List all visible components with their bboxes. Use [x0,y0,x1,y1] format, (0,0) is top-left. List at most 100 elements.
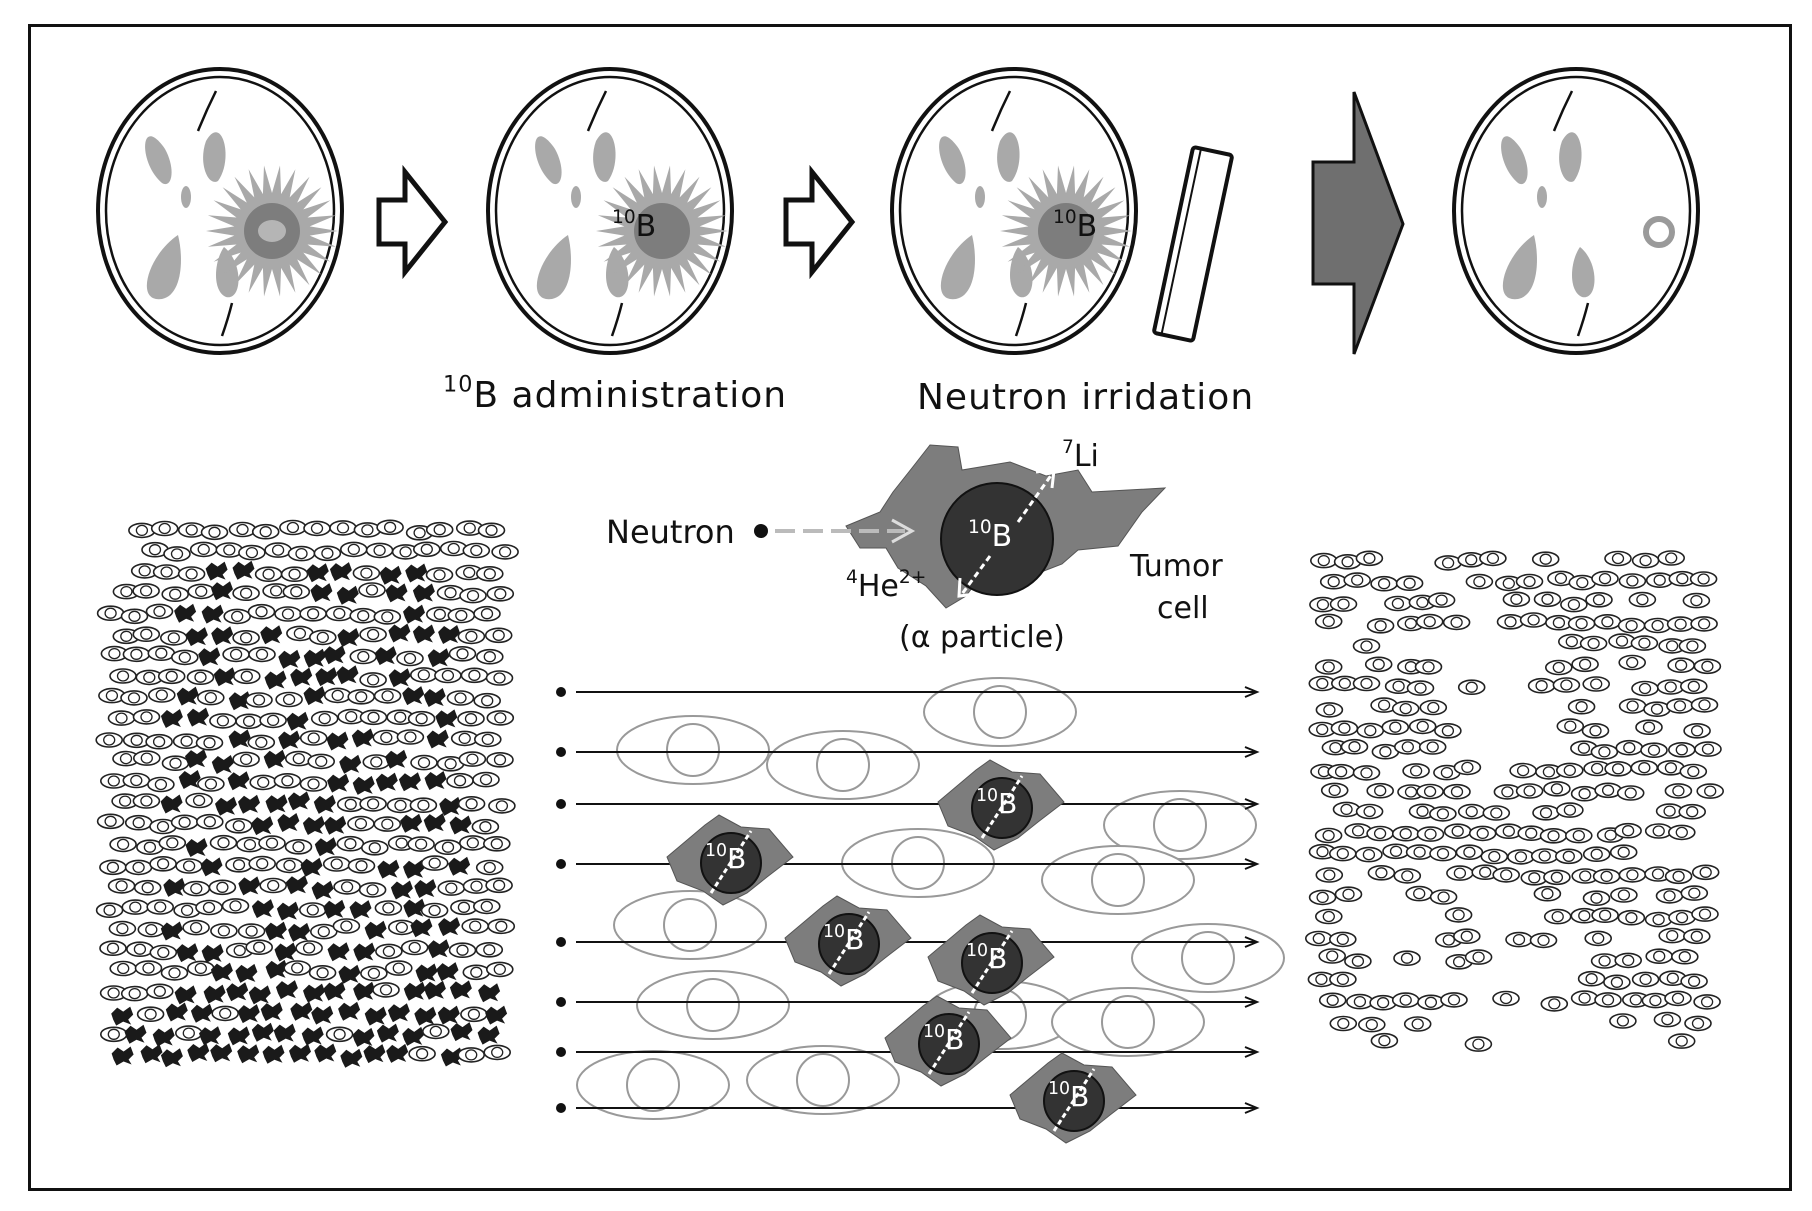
normal-cell [462,542,491,559]
normal-cell [1617,617,1646,634]
normal-cell [408,1045,436,1062]
normal-cell [251,523,280,540]
normal-cell [349,648,378,665]
normal-cell [1694,741,1722,757]
figure-frame [28,24,1792,1191]
normal-cell [259,877,288,894]
normal-cell [325,1026,354,1043]
normal-cell [1402,763,1430,779]
tumor-cell [327,773,350,793]
normal-cell [238,544,266,561]
normal-cell [352,565,381,581]
normal-cell [359,709,388,726]
normal-cell [1543,869,1571,886]
normal-cell [1395,575,1424,592]
tumor-cell [238,876,261,896]
normal-cell [109,836,137,853]
normal-cell [1684,1015,1712,1032]
normal-cell [1691,864,1720,881]
tumor-cell [410,918,433,938]
normal-cell [434,667,462,684]
normal-cell [1690,697,1719,713]
neutron-icon [556,799,566,809]
normal-cell [1696,783,1724,799]
normal-cell [109,668,137,684]
normal-cell [1329,971,1357,988]
normal-cell [1382,843,1410,860]
normal-cell [1614,952,1642,969]
normal-cell [457,1047,486,1063]
tumor-cell [415,963,438,983]
normal-cell [1453,759,1482,776]
normal-cell [1664,990,1692,1007]
normal-cell [372,729,401,746]
normal-cell [128,522,156,539]
normal-cell [616,715,770,785]
normal-cell [1604,760,1632,777]
normal-cell [410,754,438,771]
normal-cell [247,734,276,751]
boron-loaded-tumor-cell [1009,1052,1137,1144]
tumor-cell [303,983,325,1003]
tumor-cell [375,772,398,792]
normal-cell [473,731,502,748]
tumor-cell [152,1027,175,1047]
normal-cell [247,603,276,620]
normal-cell [1690,616,1718,632]
normal-cell [197,776,225,792]
normal-cell [1344,953,1372,970]
tumor-cell-label: Tumor [1130,549,1223,584]
tumor-cell [323,645,346,665]
normal-cell [1434,722,1462,739]
normal-cell [1492,990,1520,1007]
normal-cell [1479,550,1507,567]
tumor-cell [260,1002,283,1022]
tumor-cell [323,981,346,1001]
normal-cell [120,985,149,1002]
tumor-cell [301,1026,324,1046]
neutron-icon [556,1103,566,1113]
normal-cell [1678,803,1706,820]
normal-cell [1429,845,1457,862]
normal-cell [122,772,151,789]
normal-cell [273,772,302,789]
normal-cell [425,521,454,538]
normal-cell [1644,823,1673,839]
tumor-cell [285,875,308,895]
tumor-cell [311,880,334,900]
normal-cell [1668,909,1696,926]
tumor-cell [338,964,361,984]
normal-cell [1618,867,1647,883]
normal-cell [482,835,511,852]
normal-cell [1631,552,1660,569]
tumor-cell [302,816,325,835]
brain-after-treatment [1452,67,1700,355]
normal-cell [1391,825,1420,842]
tumor-cell [385,583,408,603]
tumor-cell [352,1027,375,1047]
normal-cell [353,522,382,538]
normal-cell [177,566,206,582]
normal-cell [486,710,515,726]
normal-cell [1630,635,1659,651]
tumor-cell [323,899,346,919]
normal-cell [259,712,287,729]
normal-cell [1103,790,1257,860]
normal-cell [177,522,206,538]
tumor-cell-label: cell [1157,591,1209,626]
normal-cell [146,983,174,1000]
normal-cell [96,605,125,622]
normal-cell [1310,552,1338,569]
brain-with-tumor [96,67,344,355]
normal-cell [1594,992,1622,1008]
normal-cell [1610,887,1638,903]
normal-cell [450,899,478,916]
normal-cell [1330,720,1359,737]
tumor-cell [276,901,299,921]
tumor-cell [124,1024,147,1044]
tumor-cell [278,649,301,669]
normal-cell [1680,885,1709,901]
normal-cell [329,520,357,536]
tumor-cell [199,1026,221,1046]
normal-cell [1427,592,1456,608]
